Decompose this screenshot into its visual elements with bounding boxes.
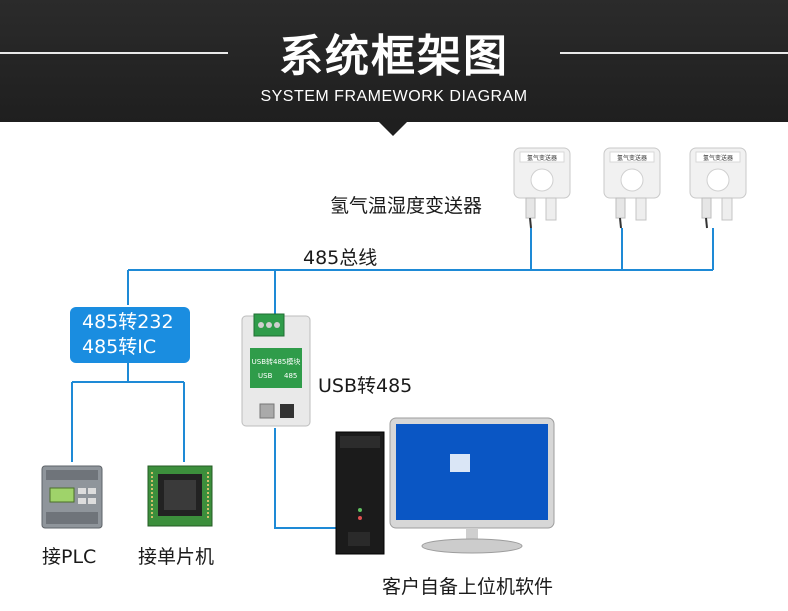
svg-text:USB转485模块: USB转485模块 bbox=[252, 357, 301, 366]
pc-computer bbox=[335, 417, 555, 555]
svg-text:485: 485 bbox=[284, 372, 297, 380]
sensor-3 bbox=[689, 147, 747, 229]
header-divider-right bbox=[560, 52, 788, 54]
svg-text:氢气变送器: 氢气变送器 bbox=[527, 154, 557, 162]
plc-device bbox=[41, 465, 103, 529]
pc-tower bbox=[335, 431, 385, 555]
sensor-2 bbox=[603, 147, 661, 229]
page-subtitle: SYSTEM FRAMEWORK DIAGRAM bbox=[260, 88, 528, 105]
page-title: 系统框架图 bbox=[279, 31, 509, 82]
converter-label-line1: 485转232 bbox=[82, 311, 174, 333]
header-divider-left bbox=[0, 52, 228, 54]
usb-485-module: USB转485模块 USB 485 bbox=[241, 313, 311, 427]
plc-label: 接PLC bbox=[42, 546, 97, 568]
sensors-label: 氢气温湿度变送器 bbox=[330, 195, 483, 217]
usb-module-label: USB转485 bbox=[318, 375, 413, 397]
converter-label-line2: 485转IC bbox=[82, 336, 157, 358]
sensor-group: 氢气变送器 氢气变送器 氢气变送器 bbox=[513, 147, 747, 229]
svg-text:氢气变送器: 氢气变送器 bbox=[617, 154, 647, 162]
sensor-1 bbox=[513, 147, 571, 229]
pc-label: 客户自备上位机软件 bbox=[382, 576, 554, 598]
mcu-label: 接单片机 bbox=[138, 546, 215, 568]
header-pointer bbox=[379, 122, 407, 136]
bus-label: 485总线 bbox=[303, 247, 378, 269]
header-banner: 系统框架图 SYSTEM FRAMEWORK DIAGRAM bbox=[0, 0, 788, 122]
mcu-board bbox=[147, 465, 213, 527]
svg-text:氢气变送器: 氢气变送器 bbox=[703, 154, 733, 162]
svg-text:USB: USB bbox=[258, 372, 273, 380]
converter-box: 485转232 485转IC bbox=[70, 307, 190, 363]
pc-monitor bbox=[389, 417, 555, 554]
